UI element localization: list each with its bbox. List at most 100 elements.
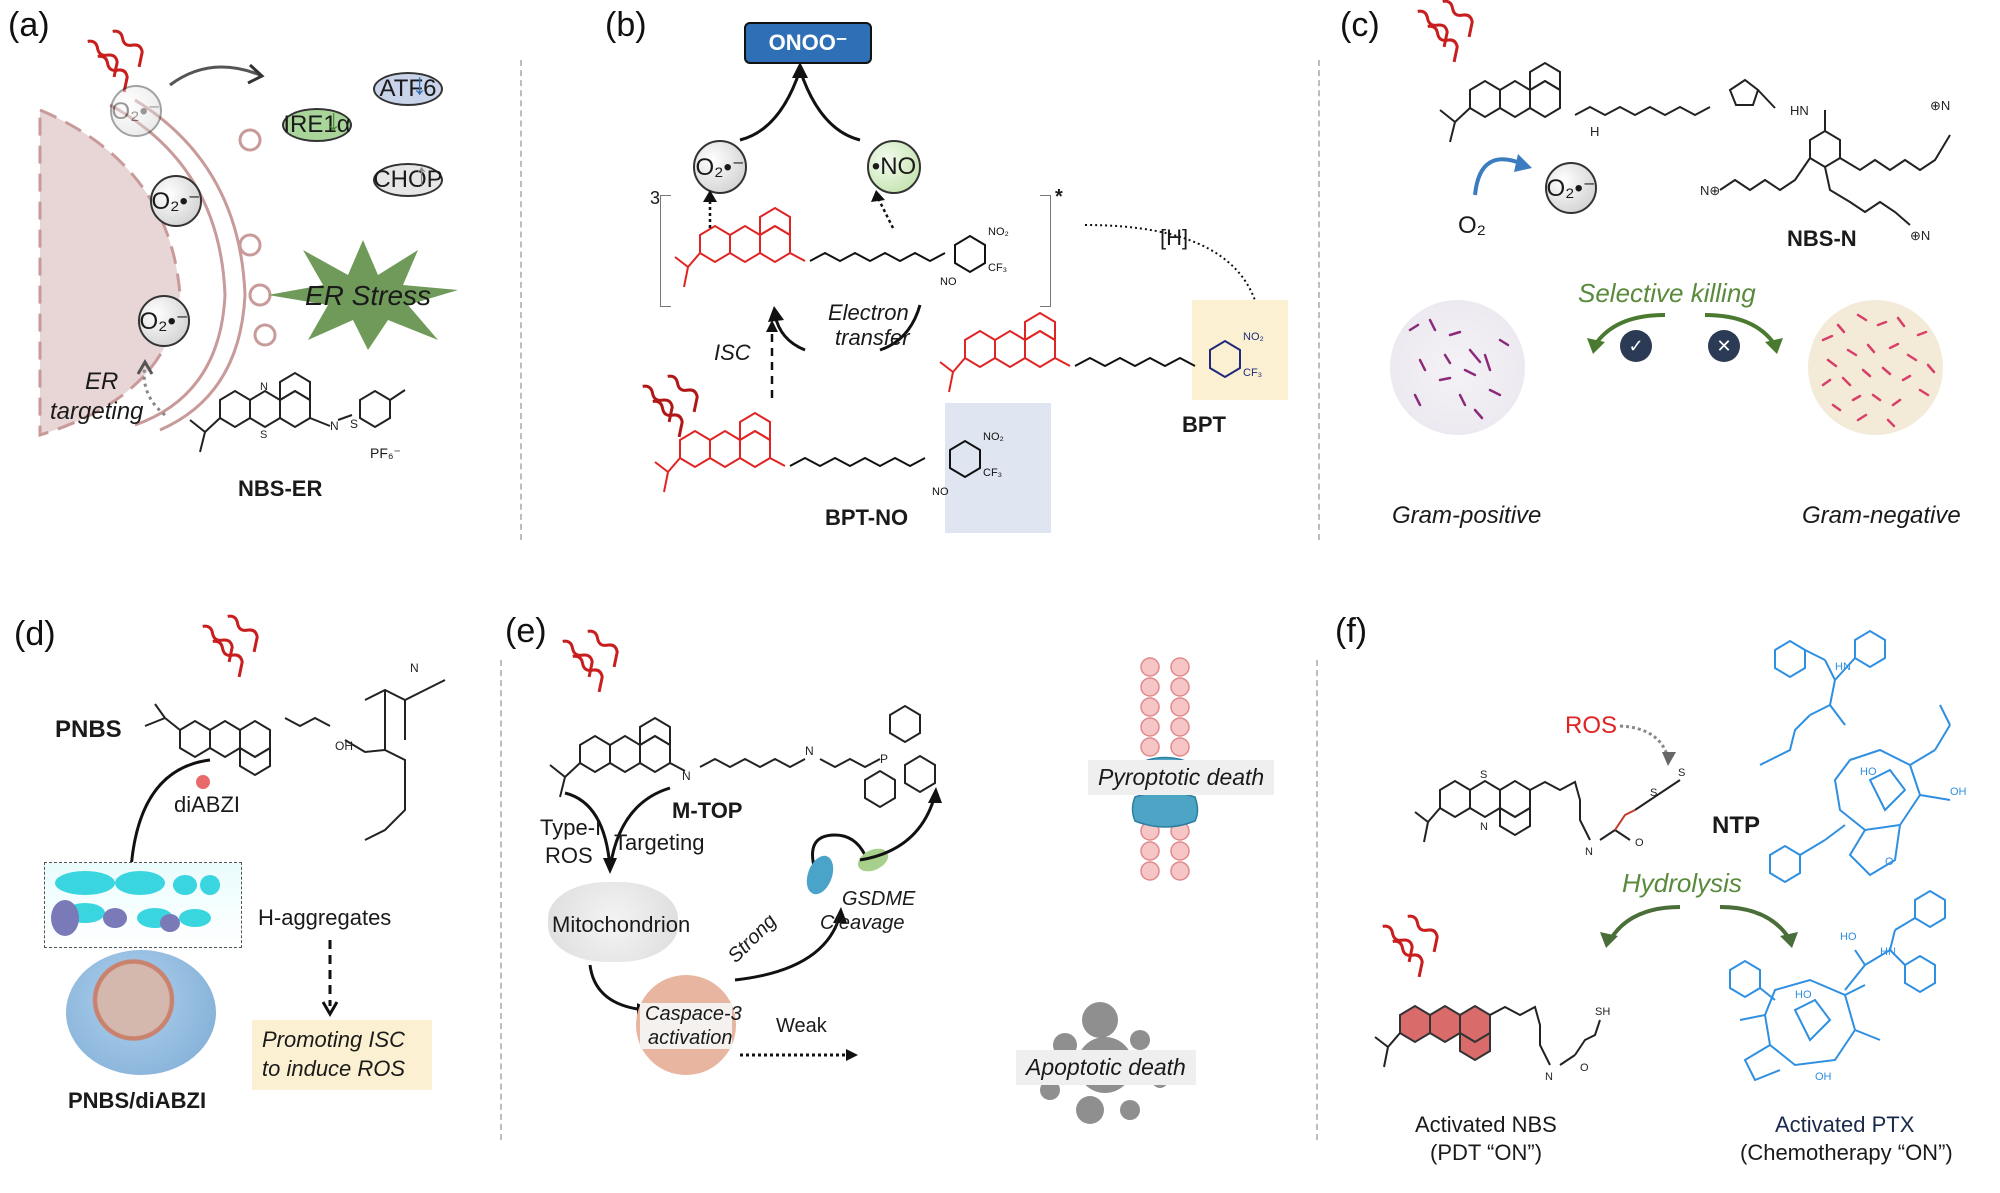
dotted-arrow-no — [871, 190, 895, 229]
superoxide-a3: O₂•⁻ — [138, 295, 190, 347]
svg-text:CF₃: CF₃ — [988, 262, 1007, 274]
svg-text:⊕N: ⊕N — [1910, 228, 1930, 243]
svg-text:N: N — [260, 381, 268, 393]
svg-text:NO₂: NO₂ — [983, 431, 1004, 443]
marker-atf6: ATF6 — [373, 72, 443, 106]
svg-text:S: S — [350, 417, 358, 431]
svg-text:P: P — [880, 752, 888, 766]
diabzi-dot — [196, 775, 210, 789]
svg-text:N: N — [410, 661, 419, 675]
svg-text:S: S — [1480, 769, 1487, 781]
targeting-label: Targeting — [614, 830, 705, 855]
divider-bc — [1318, 60, 1320, 540]
trend-chop: ↑ — [414, 158, 429, 191]
nbs-er-counterion: PF₆⁻ — [370, 445, 401, 461]
svg-text:N⊕: N⊕ — [1700, 183, 1720, 198]
selective-killing-label: Selective killing — [1578, 278, 1756, 308]
svg-text:NO: NO — [932, 486, 949, 498]
svg-text:H: H — [1590, 124, 1599, 139]
onoo-product-box: ONOO⁻ — [744, 22, 872, 64]
gsdme-label-2: Cleavage — [820, 912, 905, 934]
nitric-oxide-b: •NO — [867, 140, 921, 194]
svg-text:OH: OH — [1815, 1071, 1832, 1083]
mitochondrion-label: Mitochondrion — [552, 912, 691, 937]
trend-ire1a: ↓ — [326, 104, 341, 137]
panel-label-d: (d) — [14, 615, 56, 653]
o2-conversion-arrow — [1473, 154, 1532, 196]
panel-label-c: (c) — [1340, 6, 1380, 44]
svg-text:N: N — [682, 769, 691, 783]
ros-result-line-2: to induce ROS — [262, 1056, 406, 1081]
svg-text:S: S — [1678, 767, 1685, 779]
svg-text:CF₃: CF₃ — [1243, 367, 1262, 379]
gram-positive-label: Gram-positive — [1392, 502, 1542, 529]
svg-text:HO: HO — [1860, 766, 1877, 778]
orbital-inset — [44, 862, 242, 948]
superoxide-b: O₂•⁻ — [693, 140, 747, 194]
apoptotic-death-label: Apoptotic death — [1016, 1050, 1196, 1085]
caspase-label-box — [640, 1003, 732, 1049]
marker-ire1a: IRE1α — [282, 108, 352, 142]
svg-text:S: S — [1650, 787, 1657, 799]
excited-bracket-left — [660, 195, 671, 307]
bpt-no-name: BPT-NO — [825, 505, 909, 530]
pnbs-structure: N OH — [144, 661, 446, 841]
gram-negative-label: Gram-negative — [1802, 502, 1961, 529]
strong-arrow — [734, 907, 847, 982]
check-badge: ✓ — [1620, 330, 1652, 362]
divider-ef — [1316, 660, 1318, 1140]
panel-label-f: (f) — [1335, 612, 1368, 650]
marker-chop: CHOP — [373, 163, 443, 197]
svg-text:N: N — [1585, 846, 1593, 858]
er-cell-graphic — [38, 98, 277, 438]
superoxide-c: O₂•⁻ — [1545, 162, 1597, 214]
electron-transfer-label-1: Electron — [828, 300, 909, 325]
hydrolysis-label: Hydrolysis — [1622, 868, 1742, 898]
dotted-arrow-o2 — [703, 190, 717, 228]
hydrolysis-arrows — [1600, 905, 1798, 948]
nbs-n-structure: H HN ⊕N N⊕ ⊕N — [1439, 61, 1951, 243]
divider-ab — [520, 60, 522, 540]
pyroptotic-death-label: Pyroptotic death — [1088, 760, 1275, 795]
isc-label: ISC — [714, 340, 751, 365]
activated-ptx-line-2: (Chemotherapy “ON”) — [1740, 1140, 1953, 1165]
activated-nbs-line-2: (PDT “ON”) — [1430, 1140, 1543, 1165]
light-icon — [87, 29, 144, 93]
er-targeting-label-1: ER — [85, 368, 119, 395]
svg-text:HN: HN — [1835, 661, 1851, 673]
svg-text:HO: HO — [1795, 989, 1812, 1001]
ntp-name: NTP — [1712, 812, 1760, 839]
gsdme-label-1: GSDME — [842, 888, 916, 910]
oxygen-label: O₂ — [1458, 212, 1486, 239]
svg-text:N: N — [805, 744, 814, 758]
type1-ros-line-1: Type-I — [540, 815, 602, 840]
pyroptosis-arrow — [859, 787, 942, 862]
divider-de — [500, 660, 502, 1140]
superoxide-a2: O₂•⁻ — [150, 175, 202, 227]
reduction-label: [H] — [1160, 225, 1189, 250]
gram-positive-image — [1390, 300, 1525, 435]
nbs-n-name: NBS-N — [1787, 226, 1857, 251]
pnbs-name: PNBS — [55, 716, 122, 743]
isc-dashed-arrow — [321, 940, 339, 1017]
svg-text:N: N — [1480, 821, 1488, 833]
bpt-name: BPT — [1182, 412, 1226, 437]
caspase-label-2: activation — [648, 1027, 733, 1049]
svg-text:HN: HN — [1880, 946, 1896, 958]
svg-text:NO₂: NO₂ — [1243, 331, 1264, 343]
svg-text:OH: OH — [1950, 786, 1967, 798]
bptno-highlight — [945, 403, 1051, 533]
er-targeting-label-2: targeting — [50, 398, 144, 425]
nucleus — [38, 107, 182, 438]
svg-text:HN: HN — [1790, 103, 1809, 118]
light-icon — [1382, 914, 1439, 978]
light-icon — [1417, 0, 1474, 63]
panel-label-b: (b) — [605, 6, 647, 44]
nitro-group: NO₂ — [988, 226, 1009, 238]
isc-arrow — [766, 320, 778, 398]
electron-transfer-label-2: transfer — [835, 325, 910, 350]
